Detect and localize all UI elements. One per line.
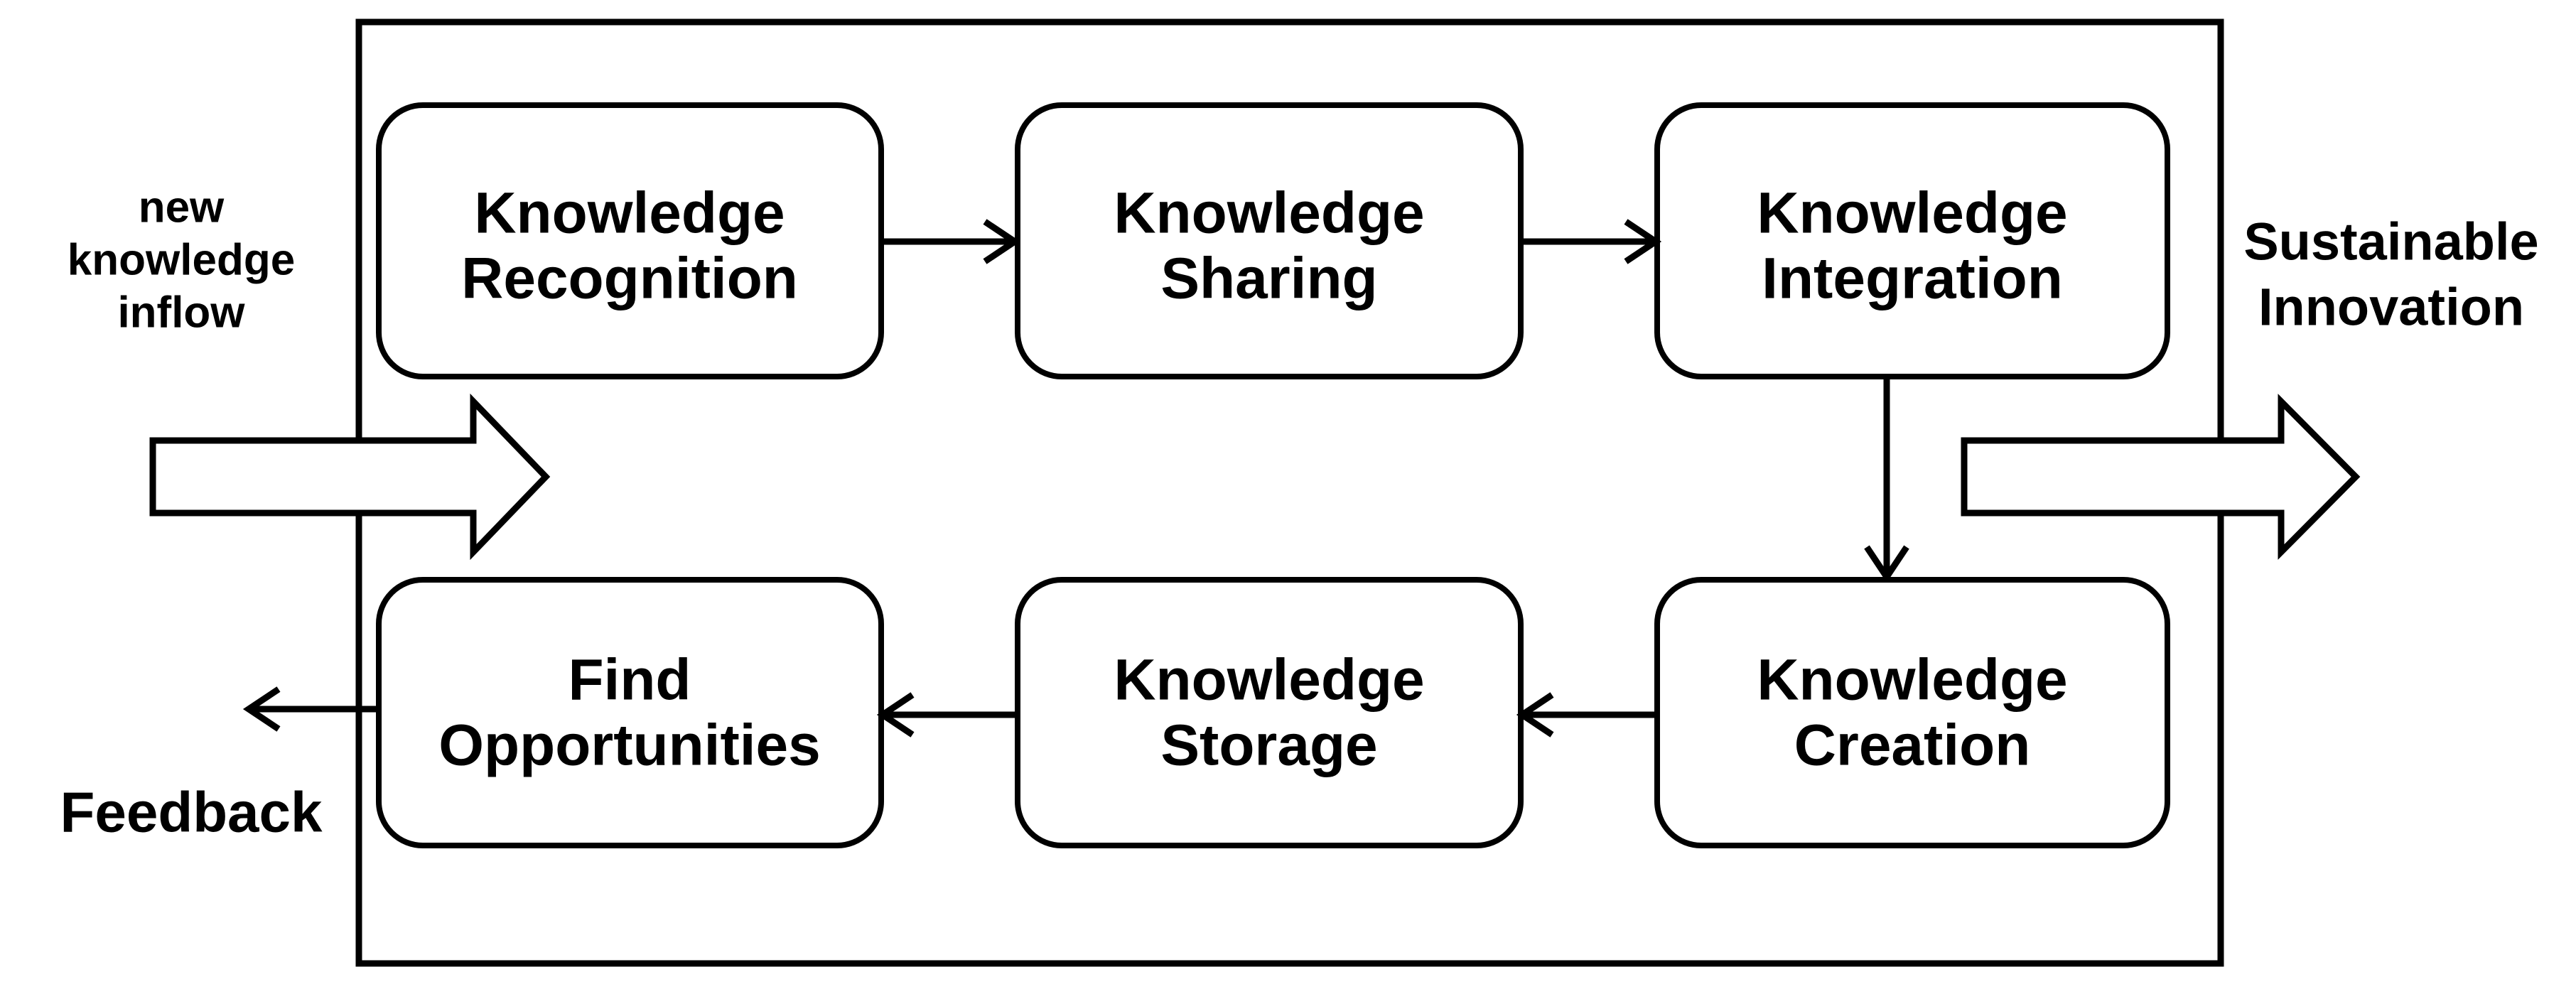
inflow-label-line2: knowledge [68,236,295,285]
label-sustainable-innovation: Sustainable Innovation [2243,212,2538,337]
innovation-label-line2: Innovation [2258,278,2524,337]
inflow-label-line3: inflow [117,288,245,337]
node-find-opportunities: Find Opportunities [376,577,884,848]
knowledge-storage-label-line1: Knowledge [1114,648,1424,713]
arrow-storage-to-opportunities [876,692,1018,738]
node-knowledge-recognition: Knowledge Recognition [376,102,884,379]
arrow-head-left-icon [1516,692,1554,738]
knowledge-sharing-label-line2: Sharing [1160,247,1377,311]
arrow-creation-to-storage [1516,692,1657,738]
knowledge-recognition-label-line1: Knowledge [474,181,785,246]
arrow-head-down-icon [1864,545,1909,583]
knowledge-storage-label-line2: Storage [1160,713,1377,778]
knowledge-integration-label-line2: Integration [1762,247,2063,311]
find-opportunities-label-line1: Find [568,648,691,713]
find-opportunities-label-line2: Opportunities [438,713,821,778]
arrow-recognition-to-sharing [881,219,1021,264]
feedback-label: Feedback [60,781,323,844]
arrow-feedback-out [242,686,379,732]
knowledge-integration-label-line1: Knowledge [1757,181,2067,246]
arrow-head-right-icon [1624,219,1662,264]
arrow-head-left-icon [242,686,281,732]
node-knowledge-creation: Knowledge Creation [1654,577,2170,848]
knowledge-creation-label-line1: Knowledge [1757,648,2067,713]
knowledge-recognition-label-line2: Recognition [461,247,798,311]
label-new-knowledge-inflow: new knowledge inflow [68,183,295,337]
arrow-sharing-to-integration [1521,219,1662,264]
arrow-integration-to-creation [1864,377,1909,583]
innovation-big-arrow-icon [1961,394,2361,560]
node-knowledge-sharing: Knowledge Sharing [1015,102,1524,379]
knowledge-creation-label-line2: Creation [1794,713,2031,778]
inflow-label-line1: new [139,183,225,232]
knowledge-sharing-label-line1: Knowledge [1114,181,1424,246]
arrow-head-left-icon [876,692,915,738]
node-knowledge-storage: Knowledge Storage [1015,577,1524,848]
arrow-head-right-icon [983,219,1021,264]
node-knowledge-integration: Knowledge Integration [1654,102,2170,379]
inflow-big-arrow-icon [149,393,551,561]
innovation-label-line1: Sustainable [2243,212,2538,271]
